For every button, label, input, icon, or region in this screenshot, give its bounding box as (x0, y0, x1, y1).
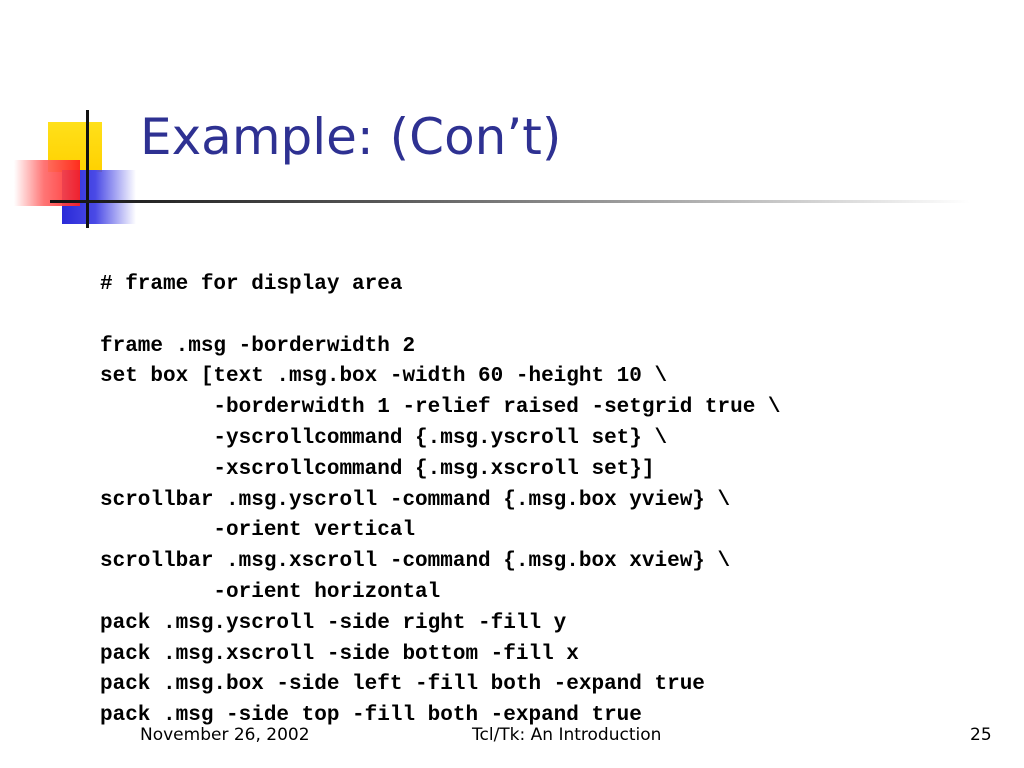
code-line: pack .msg.xscroll -side bottom -fill x (100, 642, 579, 666)
code-line: pack .msg -side top -fill both -expand t… (100, 704, 642, 728)
code-line: pack .msg.yscroll -side right -fill y (100, 611, 567, 635)
code-line: -yscrollcommand {.msg.yscroll set} \ (100, 426, 668, 450)
code-block: # frame for display area frame .msg -bor… (100, 270, 781, 732)
code-line: set box [text .msg.box -width 60 -height… (100, 365, 668, 389)
footer-presentation-title: Tcl/Tk: An Introduction (472, 725, 662, 745)
slide-title: Example: (Con’t) (140, 108, 562, 166)
code-line: -borderwidth 1 -relief raised -setgrid t… (100, 396, 781, 420)
code-line (100, 301, 781, 332)
code-line: scrollbar .msg.xscroll -command {.msg.bo… (100, 550, 731, 574)
code-line: -xscrollcommand {.msg.xscroll set}] (100, 457, 655, 481)
code-line: pack .msg.box -side left -fill both -exp… (100, 673, 705, 697)
code-line: scrollbar .msg.yscroll -command {.msg.bo… (100, 488, 731, 512)
footer-page-number: 25 (970, 725, 992, 745)
code-line: -orient horizontal (100, 580, 441, 604)
code-line: # frame for display area (100, 273, 403, 296)
code-line: frame .msg -borderwidth 2 (100, 334, 416, 358)
logo-red-square (14, 160, 80, 206)
footer-date: November 26, 2002 (140, 725, 310, 745)
title-underline (50, 200, 970, 203)
logo-vertical-line (86, 110, 89, 228)
code-line: -orient vertical (100, 519, 416, 543)
